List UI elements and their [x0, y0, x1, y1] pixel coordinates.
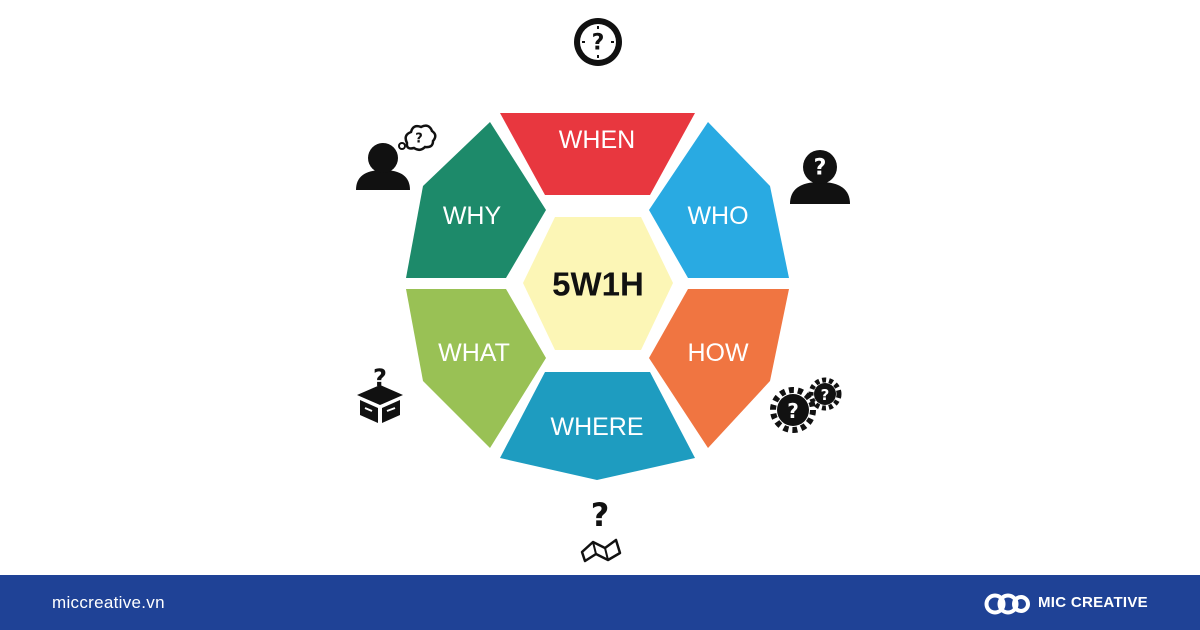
website-link[interactable]: miccreative.vn: [52, 593, 165, 612]
center-label: 5W1H: [552, 266, 644, 303]
thinking-person-icon: ?: [356, 124, 437, 190]
segment-how: HOW: [649, 289, 789, 448]
svg-text:?: ?: [591, 496, 610, 534]
center-hexagon: 5W1H: [523, 217, 673, 350]
segment-who-shape: [649, 122, 789, 278]
segment-who: WHO: [649, 122, 789, 278]
svg-text:?: ?: [787, 399, 799, 423]
segment-what-shape: [406, 289, 546, 448]
svg-text:?: ?: [821, 386, 830, 404]
5w1h-diagram: WHEN WHO HOW WHERE WHAT WHY: [356, 18, 850, 563]
segment-how-label: HOW: [687, 339, 749, 367]
segment-where-shape: [500, 372, 695, 480]
svg-text:?: ?: [814, 156, 827, 181]
brand-name: MIC CREATIVE: [1038, 594, 1148, 611]
person-question-icon: ?: [790, 150, 850, 204]
segment-what: WHAT: [406, 289, 546, 448]
center-hexagon-shape: [523, 217, 673, 350]
segment-why: WHY: [406, 122, 546, 278]
svg-text:?: ?: [415, 132, 423, 147]
brand-logo-icon: [984, 593, 1030, 614]
segment-who-label: WHO: [687, 202, 748, 230]
segment-where: WHERE: [500, 372, 695, 480]
segment-why-shape: [406, 122, 546, 278]
clock-question-icon: ?: [574, 18, 622, 66]
segment-how-shape: [649, 289, 789, 448]
svg-text:?: ?: [592, 31, 605, 56]
map-question-icon: ?: [580, 496, 622, 563]
segment-what-label: WHAT: [438, 339, 510, 367]
box-question-icon: ?: [357, 364, 403, 423]
brand: MIC CREATIVE: [984, 575, 1148, 630]
segment-when: WHEN: [500, 113, 695, 195]
svg-text:?: ?: [373, 364, 387, 392]
gears-question-icon: ? ?: [770, 377, 842, 433]
segment-when-shape: [500, 113, 695, 195]
segment-when-label: WHEN: [559, 126, 635, 154]
segment-why-label: WHY: [443, 202, 502, 230]
segment-where-label: WHERE: [550, 413, 643, 441]
footer-bar: miccreative.vn MIC CREATIVE: [0, 575, 1200, 630]
